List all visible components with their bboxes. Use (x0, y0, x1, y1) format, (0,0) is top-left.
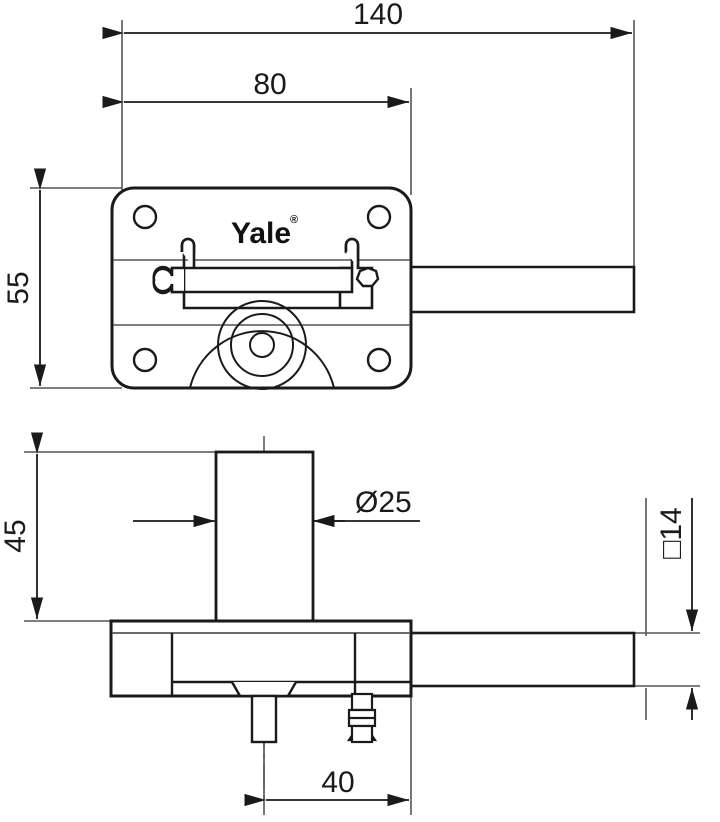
hex-screw-outline (355, 266, 380, 288)
dimension-45: 45 (0, 432, 44, 619)
yale-logo-registered-mark: ® (290, 214, 298, 226)
fixing-hole-top-right (366, 204, 392, 230)
dim-label-45: 45 (0, 519, 32, 552)
screw-stud (346, 692, 378, 744)
spindle-column (214, 450, 315, 626)
centre-pin-chamfer (230, 681, 298, 698)
bolt-arm-plan-outline (393, 631, 636, 688)
front-view-group: 140 80 55 (2, 0, 636, 390)
dim-label-14: □14 (655, 507, 688, 559)
dim-label-140: 140 (353, 0, 403, 31)
hex-screw (355, 266, 380, 288)
centre-pin (230, 681, 298, 744)
rose-keyway-circle (249, 332, 275, 358)
centre-pin-shaft (250, 694, 278, 744)
latch-lug-left (180, 237, 196, 268)
dimension-80: 80 (102, 68, 409, 109)
latch-lug-right (344, 237, 360, 268)
rose-dome-arc (189, 330, 335, 389)
screw-stud-collar-bottom (350, 724, 374, 744)
escutcheon-plate: Yale ® (110, 186, 413, 390)
side-view-group: 45 Ø25 □14 40 (0, 432, 700, 815)
spindle-outline (214, 450, 315, 626)
fixing-holes (132, 204, 392, 373)
rose-mid-circle (230, 313, 294, 377)
fixing-hole-bottom-left (132, 347, 158, 373)
cylinder-rose (189, 300, 335, 390)
dimension-d25: Ø25 (133, 486, 420, 528)
latch-notch-left (152, 266, 184, 294)
dim-label-d25: Ø25 (355, 486, 412, 519)
bolt-arm-plan (393, 631, 636, 688)
latch-body-rect (182, 266, 354, 294)
rose-outer-circle (217, 300, 307, 390)
dimension-55: 55 (2, 168, 47, 386)
dimension-sq14: □14 (655, 498, 699, 720)
fixing-hole-bottom-right (366, 347, 392, 373)
bolt-arm-outline (393, 265, 636, 314)
screw-stud-waist (347, 716, 377, 728)
dimension-140: 140 (102, 0, 632, 40)
dim-label-55: 55 (2, 271, 35, 304)
dimension-40: 40 (244, 766, 409, 807)
plate-parting-lines (113, 259, 410, 326)
dim-label-40: 40 (321, 766, 354, 799)
bolt-arm-front (393, 265, 636, 314)
screw-stud-collar-top (350, 692, 374, 712)
yale-logo-text: Yale (231, 217, 291, 250)
fixing-hole-top-left (132, 204, 158, 230)
dim-label-80: 80 (253, 68, 286, 101)
yale-logo: Yale ® (231, 214, 298, 250)
latch-housing (152, 237, 374, 310)
